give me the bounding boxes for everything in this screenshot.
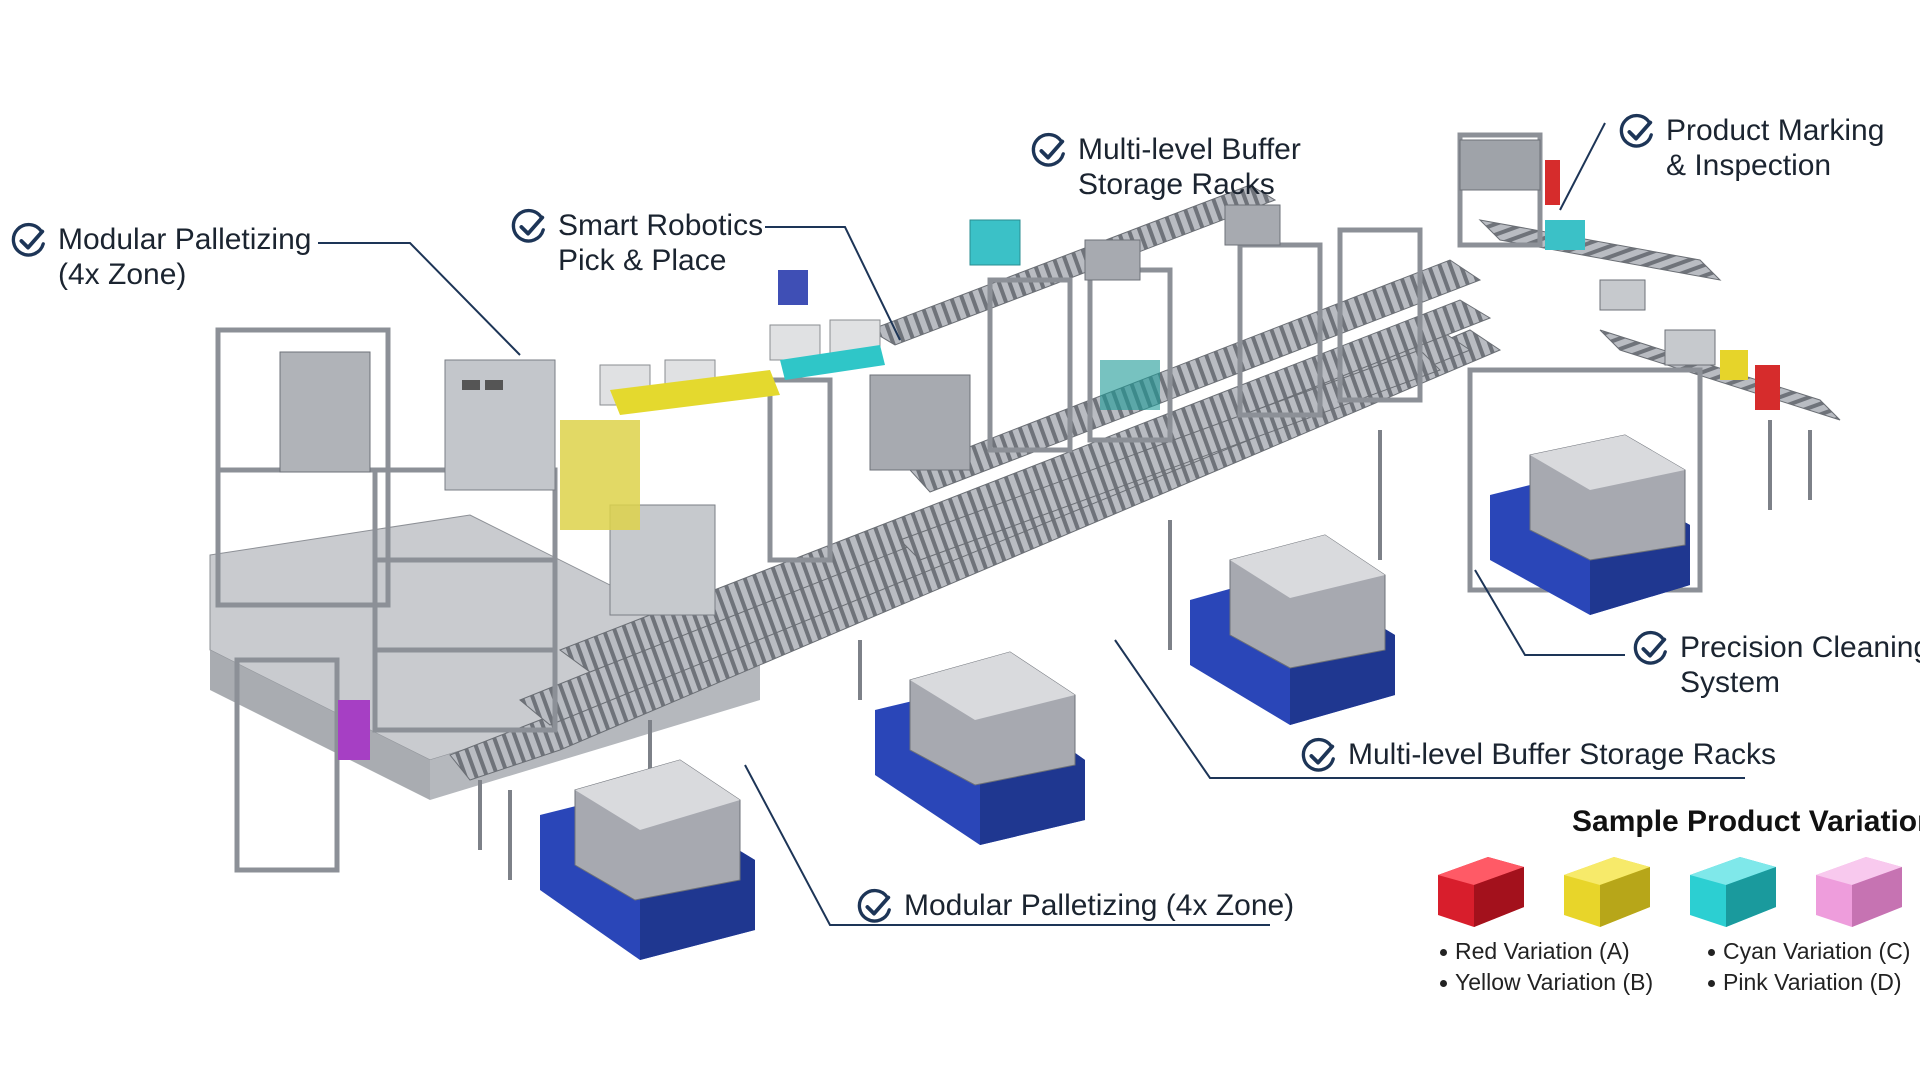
callout-marking: Product Marking & Inspection bbox=[1618, 113, 1884, 183]
swatch-red bbox=[1438, 857, 1524, 927]
pallet-bins bbox=[540, 434, 1690, 960]
swatch-cyan bbox=[1690, 857, 1776, 927]
callout-text: Smart Robotics Pick & Place bbox=[558, 208, 763, 278]
callout-buffer-top: Multi-level Buffer Storage Racks bbox=[1030, 132, 1301, 202]
callout-line-2: System bbox=[1680, 666, 1781, 699]
swatch-yellow bbox=[1564, 857, 1650, 927]
callout-line-2: Pick & Place bbox=[558, 244, 727, 277]
callout-line-1: Smart Robotics bbox=[558, 209, 764, 242]
callout-line-1: Modular Palletizing (4x Zone) bbox=[904, 889, 1295, 922]
legend-item-pink: Pink Variation (D) bbox=[1708, 969, 1902, 996]
legend-item-yellow: Yellow Variation (B) bbox=[1440, 969, 1653, 996]
callout-robotics: Smart Robotics Pick & Place bbox=[510, 208, 763, 278]
swatch-pink bbox=[1816, 857, 1902, 927]
callout-text: Multi-level Buffer Storage Racks bbox=[1078, 132, 1301, 202]
bin-4 bbox=[1490, 434, 1690, 615]
callout-line-1: Modular Palletizing bbox=[58, 223, 312, 256]
bullet-icon bbox=[1708, 980, 1715, 988]
callout-cleaning: Precision Cleaning System bbox=[1632, 630, 1920, 700]
callout-line-2: & Inspection bbox=[1666, 149, 1832, 182]
callout-buffer-bottom: Multi-level Buffer Storage Racks bbox=[1300, 737, 1776, 775]
bin-1 bbox=[540, 759, 755, 960]
bin-3 bbox=[1190, 534, 1395, 725]
legend-item-label: Cyan Variation (C) bbox=[1723, 938, 1911, 964]
bullet-icon bbox=[1708, 949, 1715, 957]
check-circle-icon bbox=[857, 888, 891, 923]
legend-item-label: Yellow Variation (B) bbox=[1455, 969, 1654, 995]
check-circle-icon bbox=[1633, 630, 1667, 665]
legend-item-label: Red Variation (A) bbox=[1455, 938, 1630, 964]
legend-item-cyan: Cyan Variation (C) bbox=[1708, 938, 1910, 965]
callout-line-2: Storage Racks bbox=[1078, 168, 1275, 201]
callout-palletizing-bottom: Modular Palletizing (4x Zone) bbox=[856, 888, 1294, 926]
callout-line-2: (4x Zone) bbox=[58, 258, 187, 291]
legend-item-red: Red Variation (A) bbox=[1440, 938, 1630, 965]
callout-text: Product Marking & Inspection bbox=[1666, 113, 1884, 183]
callout-palletizing-top: Modular Palletizing (4x Zone) bbox=[10, 222, 311, 292]
check-circle-icon bbox=[1031, 132, 1065, 167]
callout-line-1: Product Marking bbox=[1666, 114, 1885, 147]
callout-text: Precision Cleaning System bbox=[1680, 630, 1920, 700]
machine-cabinets bbox=[279, 139, 1716, 616]
legend-title: Sample Product Variations bbox=[1572, 805, 1920, 838]
callout-text: Modular Palletizing (4x Zone) bbox=[58, 222, 311, 292]
callout-text: Multi-level Buffer Storage Racks bbox=[1348, 737, 1776, 772]
legend-swatches bbox=[1438, 857, 1902, 927]
callout-line-1: Multi-level Buffer bbox=[1078, 133, 1301, 166]
check-circle-icon bbox=[1301, 737, 1335, 772]
check-circle-icon bbox=[511, 208, 545, 243]
bullet-icon bbox=[1440, 980, 1447, 988]
callout-text: Modular Palletizing (4x Zone) bbox=[904, 888, 1294, 923]
callout-line-1: Multi-level Buffer Storage Racks bbox=[1348, 738, 1776, 771]
colored-machine-parts bbox=[338, 160, 1780, 760]
check-circle-icon bbox=[11, 222, 45, 257]
legend-item-label: Pink Variation (D) bbox=[1723, 969, 1902, 995]
check-circle-icon bbox=[1619, 113, 1653, 148]
bullet-icon bbox=[1440, 949, 1447, 957]
callout-leader-lines bbox=[318, 122, 1745, 926]
callout-line-1: Precision Cleaning bbox=[1680, 631, 1920, 664]
bin-2 bbox=[875, 651, 1085, 845]
